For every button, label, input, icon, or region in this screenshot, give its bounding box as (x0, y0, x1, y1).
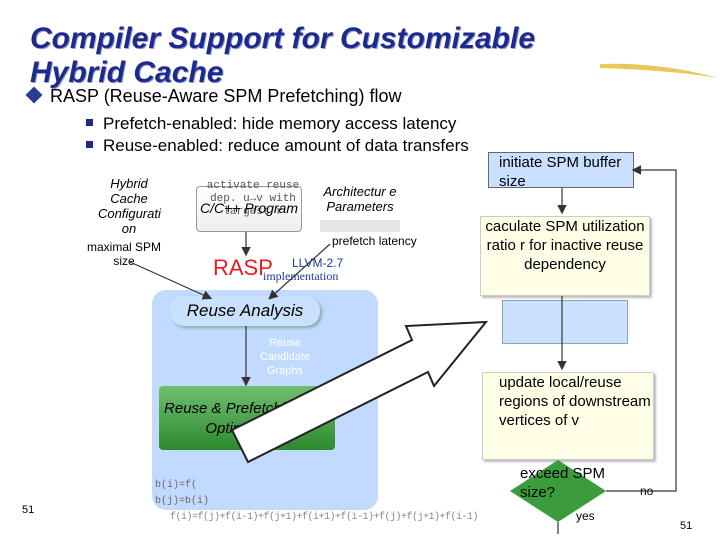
update-regions-box: update local/reuse regions of downstream… (482, 372, 654, 460)
no-label: no (640, 484, 654, 498)
diamond-bullet-icon (25, 86, 43, 104)
page-number-right: 51 (680, 520, 693, 532)
calculate-utilization-box: caculate SPM utilization ratio r for ina… (480, 216, 650, 296)
cpp-program-box (196, 186, 302, 232)
sub-bullet-2: Reuse-enabled: reduce amount of data tra… (86, 136, 469, 156)
main-bullet: RASP (Reuse-Aware SPM Prefetching) flow (25, 86, 402, 107)
initiate-spm-box: initiate SPM buffer size (488, 152, 634, 190)
code-line-2: b(j)=b(i) (155, 496, 210, 507)
title-line-1: Compiler Support for Customizable (30, 22, 536, 55)
square-bullet-icon (86, 141, 93, 148)
swoosh-decoration (600, 63, 718, 78)
activate-reuse-box (502, 300, 628, 344)
rasp-label: RASP (213, 255, 273, 280)
arch-params-shade (320, 220, 400, 232)
sub-bullet-1: Prefetch-enabled: hide memory access lat… (86, 114, 456, 134)
page-number-left: 51 (22, 504, 35, 516)
slide-title: Compiler Support for Customizable Hybrid… (30, 22, 630, 90)
square-bullet-icon (86, 119, 93, 126)
reuse-prefetching-box: Reuse & Prefetching Co-Optimization (159, 386, 335, 450)
yes-label: yes (576, 509, 595, 523)
cpp-program-background-text: activate reuse dep. u→v with largest r (206, 180, 300, 218)
hybrid-cache-config: Hybrid Cache Configurati on (98, 176, 161, 236)
architecture-parameters: Architectur e Parameters (323, 184, 397, 214)
code-snippet: b(i)=f( b(j)=b(i) (155, 480, 209, 508)
implementation-label: implementation (263, 269, 339, 283)
reuse-analysis-box: Reuse Analysis (170, 296, 320, 326)
code-line-3: f(i)=f(j)+f(i-1)+f(j+1)+f(i+1)+f(i-1)+f(… (170, 512, 479, 523)
maximal-spm-size-label: maximal SPM size (86, 240, 161, 268)
sub-bullet-2-text: Reuse-enabled: reduce amount of data tra… (103, 136, 469, 155)
sub-bullet-1-text: Prefetch-enabled: hide memory access lat… (103, 114, 457, 133)
reuse-candidate-graphs-label: Reuse Candidate Graphs (259, 337, 311, 377)
title-line-2: Hybrid Cache (30, 56, 224, 89)
main-bullet-text: RASP (Reuse-Aware SPM Prefetching) flow (50, 86, 402, 106)
cpp-program-label: C/C++ Program (199, 200, 299, 216)
code-line-1: b(i)=f( (155, 480, 198, 491)
llvm-label: LLVM-2.7 (292, 256, 344, 270)
exceed-question: exceed SPM size? (520, 465, 606, 501)
prefetch-latency-label: prefetch latency (332, 234, 417, 248)
